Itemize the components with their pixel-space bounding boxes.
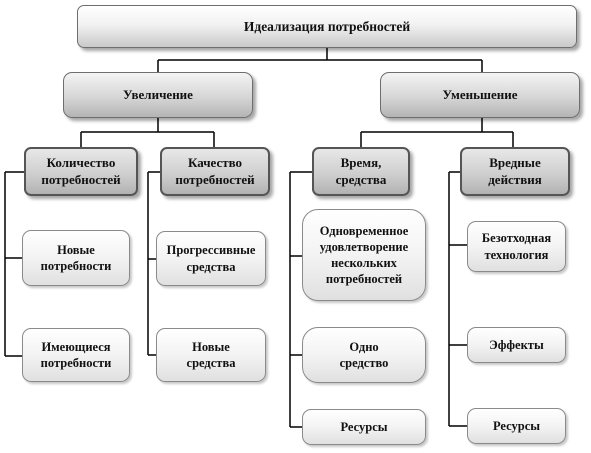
time-node: Время, средства xyxy=(312,147,410,196)
leaf-new-needs: Новые потребности xyxy=(22,230,130,286)
leaf-effects: Эффекты xyxy=(467,327,566,363)
leaf-label: Новые средства xyxy=(186,339,236,370)
quantity-node: Количество потребностей xyxy=(24,147,138,196)
quantity-label: Количество потребностей xyxy=(41,154,121,187)
leaf-label: Имеющиеся потребности xyxy=(40,339,112,370)
root-label: Идеализация потребностей xyxy=(243,18,411,34)
leaf-one-means: Одно средство xyxy=(302,327,426,383)
quality-label: Качество потребностей xyxy=(175,154,255,187)
leaf-wasteless-technology: Безотходная технология xyxy=(467,221,566,272)
leaf-label: Одновременное удовлетворение нескольких … xyxy=(319,223,409,287)
leaf-label: Новые потребности xyxy=(40,242,112,273)
leaf-label: Безотходная технология xyxy=(481,231,552,262)
decrease-node: Уменьшение xyxy=(380,72,580,118)
leaf-progressive-means: Прогрессивные средства xyxy=(156,231,266,286)
harmful-node: Вредные действия xyxy=(460,147,570,196)
leaf-resources-harmful: Ресурсы xyxy=(467,408,566,444)
leaf-simultaneous-satisfaction: Одновременное удовлетворение нескольких … xyxy=(302,209,426,301)
root-node: Идеализация потребностей xyxy=(77,5,577,48)
leaf-label: Одно средство xyxy=(339,339,389,370)
quality-node: Качество потребностей xyxy=(160,147,270,196)
leaf-existing-needs: Имеющиеся потребности xyxy=(22,328,130,382)
increase-node: Увеличение xyxy=(63,72,253,118)
leaf-new-means: Новые средства xyxy=(156,328,266,382)
harmful-label: Вредные действия xyxy=(488,154,542,187)
leaf-label: Ресурсы xyxy=(492,418,541,433)
leaf-resources-time: Ресурсы xyxy=(302,409,426,445)
decrease-label: Уменьшение xyxy=(442,86,518,102)
increase-label: Увеличение xyxy=(123,86,193,102)
leaf-label: Эффекты xyxy=(489,337,544,352)
time-label: Время, средства xyxy=(335,154,387,187)
leaf-label: Ресурсы xyxy=(340,419,388,434)
leaf-label: Прогрессивные средства xyxy=(166,243,256,274)
